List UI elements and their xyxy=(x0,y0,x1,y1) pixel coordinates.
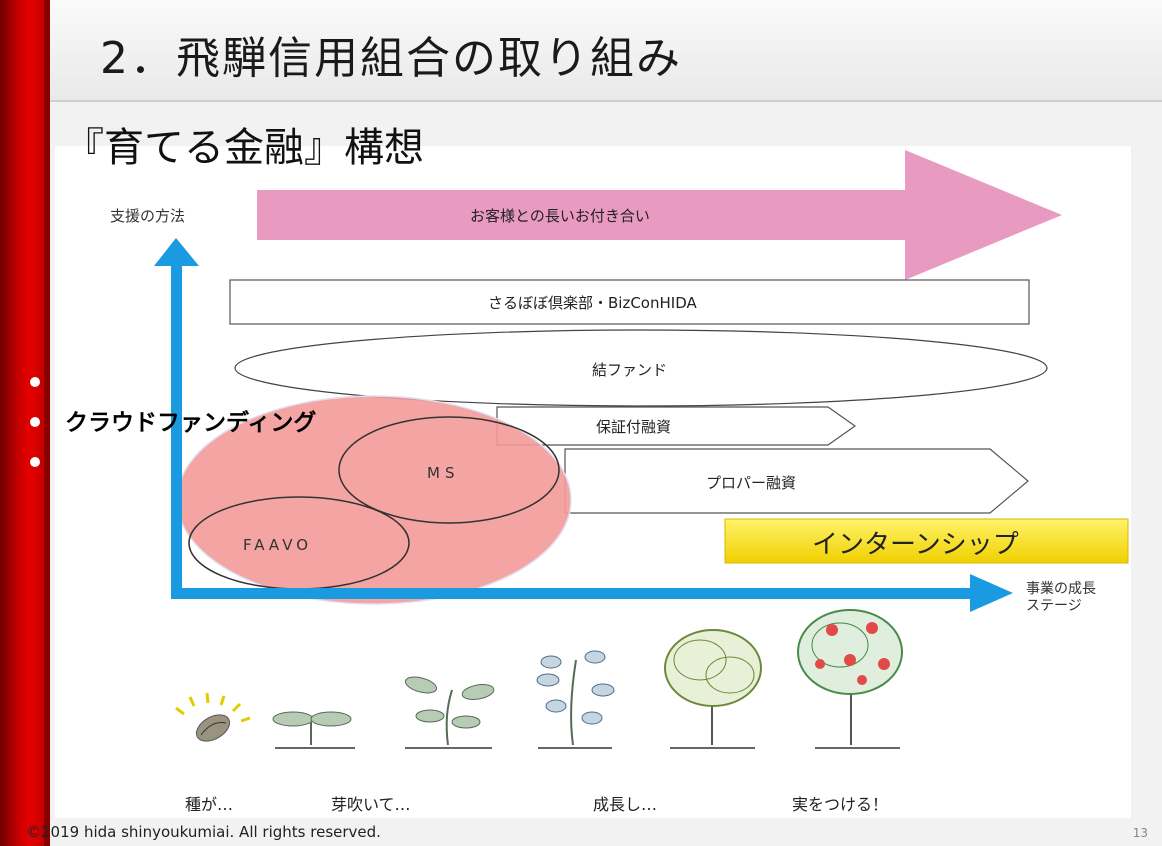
fund-label: 結ファンド xyxy=(592,361,668,379)
y-axis-arrowhead xyxy=(154,238,199,266)
internship-label: インターンシップ xyxy=(812,530,1019,560)
bullet-dot xyxy=(30,377,40,387)
left-accent-bar xyxy=(0,0,50,846)
y-axis-bar xyxy=(171,263,182,598)
slide-title: 2．飛騨信用組合の取り組み xyxy=(100,33,682,84)
stage-sprout-label: 芽吹いて… xyxy=(331,795,411,814)
seed-illustration xyxy=(175,692,251,742)
faavo-label: FAAVO xyxy=(243,536,313,554)
x-axis-label-line1: 事業の成長 xyxy=(1026,581,1096,597)
internship-box xyxy=(724,518,1129,564)
young-plant-illustration xyxy=(404,676,495,749)
club-label: さるぼぼ倶楽部・BizConHIDA xyxy=(488,294,697,312)
stage-seed-label: 種が… xyxy=(185,795,234,814)
long-relationship-label: お客様との長いお付き合い xyxy=(470,207,650,225)
sprout-illustration xyxy=(272,711,355,749)
ms-ellipse xyxy=(338,416,560,524)
club-box xyxy=(229,279,1030,325)
fruit-tree-illustration xyxy=(797,609,903,749)
growing-plant-illustration xyxy=(536,650,615,749)
proper-loan-shape xyxy=(564,448,1029,514)
bullet-dot xyxy=(30,417,40,427)
slide-subtitle: 『育てる金融』構想 xyxy=(64,125,424,171)
proper-loan-label: プロパー融資 xyxy=(706,474,797,492)
y-axis-label: 支援の方法 xyxy=(110,207,186,225)
guaranteed-loan-label: 保証付融資 xyxy=(596,418,672,436)
guaranteed-loan-shape xyxy=(496,406,857,446)
page-number: 13 xyxy=(1132,826,1148,840)
x-axis-bar xyxy=(171,588,978,599)
x-axis-arrowhead xyxy=(970,574,1013,612)
stage-grow-label: 成長し… xyxy=(593,795,658,814)
copyright-footer: ©2019 hida shinyoukumiai. All rights res… xyxy=(26,823,381,841)
fund-ellipse xyxy=(234,329,1048,407)
ms-label: MS xyxy=(427,464,460,482)
stage-fruit-label: 実をつける！ xyxy=(792,795,889,814)
bullet-dot xyxy=(30,457,40,467)
left-accent-stripe xyxy=(44,0,50,846)
long-relationship-arrow xyxy=(257,150,1062,280)
x-axis-label-line2: ステージ xyxy=(1026,598,1082,614)
title-band xyxy=(50,0,1162,102)
crowdfunding-label: クラウドファンディング xyxy=(65,410,317,436)
tree-illustration xyxy=(664,629,762,749)
